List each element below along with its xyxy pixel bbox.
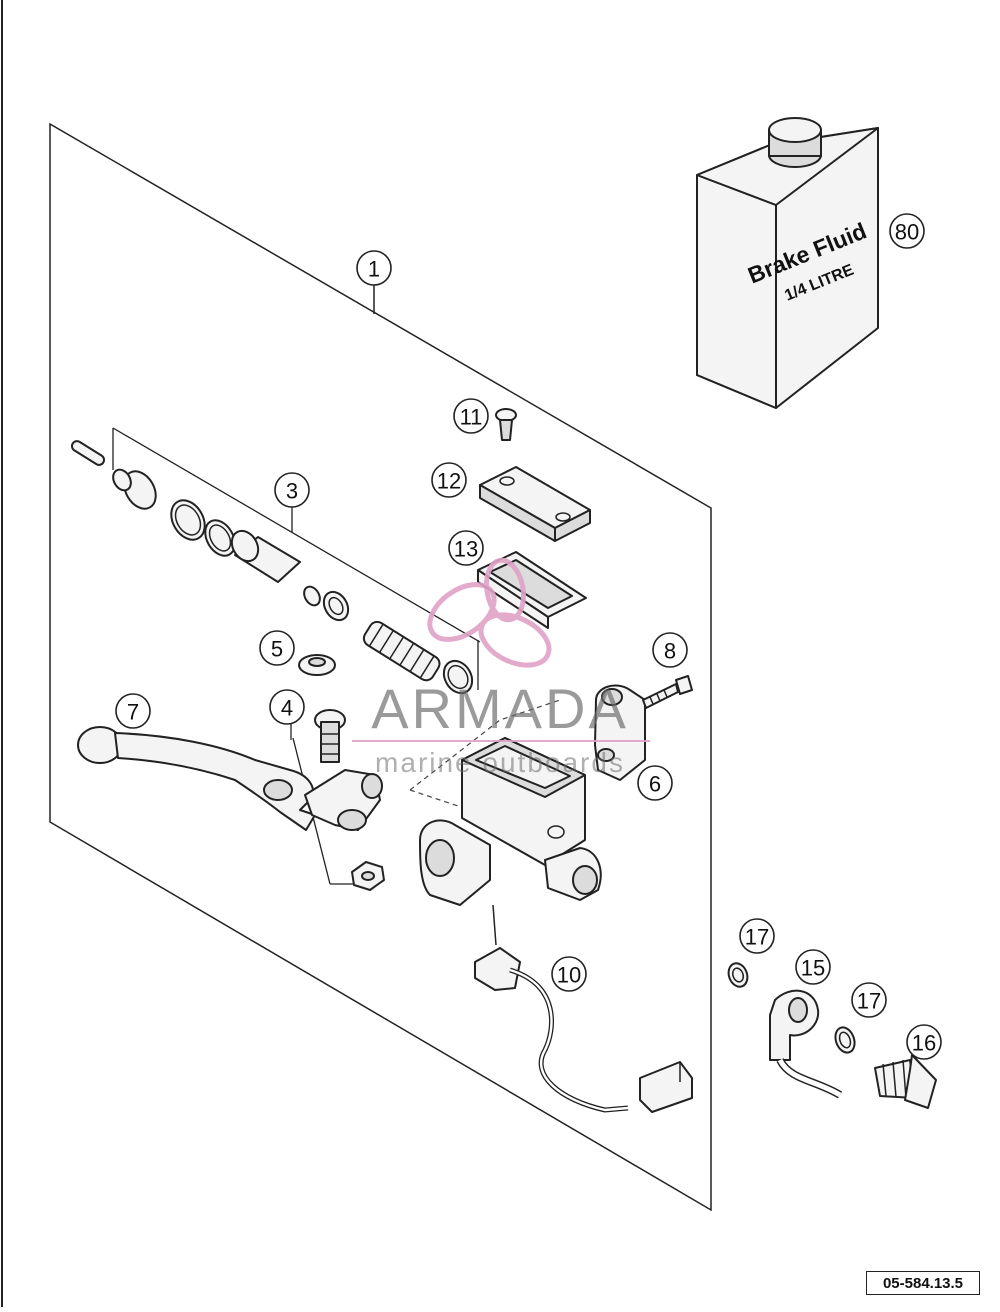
callout-17b: 17	[851, 982, 887, 1018]
callout-circle	[906, 1024, 942, 1060]
hand-lever-part	[77, 726, 316, 831]
callout-17a: 17	[739, 918, 775, 954]
callout-80: 80	[889, 213, 925, 249]
clamp-part	[594, 684, 646, 781]
callout-circle	[851, 982, 887, 1018]
washer-part	[298, 654, 336, 676]
callout-12: 12	[431, 462, 467, 498]
callout-circle	[795, 949, 831, 985]
callout-number: 17	[857, 989, 881, 1014]
callout-4: 4	[269, 689, 305, 725]
callout-number: 17	[745, 925, 769, 950]
callout-circle	[431, 462, 467, 498]
callout-number: 3	[286, 479, 298, 504]
callout-circle	[739, 918, 775, 954]
callout-circle	[259, 630, 295, 666]
callout-number: 13	[454, 537, 478, 562]
brake-line-fittings-part	[727, 962, 937, 1109]
brake-light-switch-part	[474, 904, 693, 1113]
callout-circle	[551, 956, 587, 992]
callout-number: 16	[912, 1031, 936, 1056]
callout-circle	[453, 398, 489, 434]
callout-circle	[274, 472, 310, 508]
callout-3: 3	[274, 472, 310, 508]
callout-15: 15	[795, 949, 831, 985]
callout-1: 1	[356, 250, 392, 286]
callout-10: 10	[551, 956, 587, 992]
pivot-bolt-part	[304, 709, 385, 891]
brake-fluid-container: Brake Fluid 1/4 LITRE	[696, 117, 879, 409]
watermark: ARMADA marine outboards	[352, 557, 650, 778]
callout-circle	[115, 693, 151, 729]
callout-circle	[356, 250, 392, 286]
callout-number: 80	[895, 220, 919, 245]
callout-number: 12	[437, 469, 461, 494]
callout-7: 7	[115, 693, 151, 729]
assembly-frame	[49, 122, 712, 1212]
callout-number: 1	[368, 257, 380, 282]
watermark-logo-mark	[427, 557, 552, 668]
piston-kit-part	[70, 440, 474, 695]
callout-6: 6	[637, 765, 673, 801]
callout-number: 8	[664, 639, 676, 664]
callout-circle	[889, 213, 925, 249]
watermark-brand: ARMADA	[371, 677, 629, 740]
callout-circle	[269, 689, 305, 725]
callout-number: 4	[281, 696, 293, 721]
callout-circle	[637, 765, 673, 801]
reservoir-cover-part	[479, 466, 591, 542]
callout-number: 7	[127, 700, 139, 725]
document-reference: 05-584.13.5	[866, 1271, 980, 1295]
clamp-bolt-part	[642, 675, 693, 709]
callout-5: 5	[259, 630, 295, 666]
screw-part	[495, 408, 517, 441]
master-cylinder-body	[419, 737, 602, 906]
callout-circle	[448, 530, 484, 566]
callout-number: 15	[801, 956, 825, 981]
callout-13: 13	[448, 530, 484, 566]
callout-16: 16	[906, 1024, 942, 1060]
watermark-tagline: marine outboards	[375, 747, 625, 778]
callout-number: 5	[271, 637, 283, 662]
callout-number: 10	[557, 963, 581, 988]
callout-circle	[652, 632, 688, 668]
callout-number: 6	[649, 772, 661, 797]
callout-11: 11	[453, 398, 489, 434]
callout-number: 11	[460, 405, 483, 430]
callout-8: 8	[652, 632, 688, 668]
